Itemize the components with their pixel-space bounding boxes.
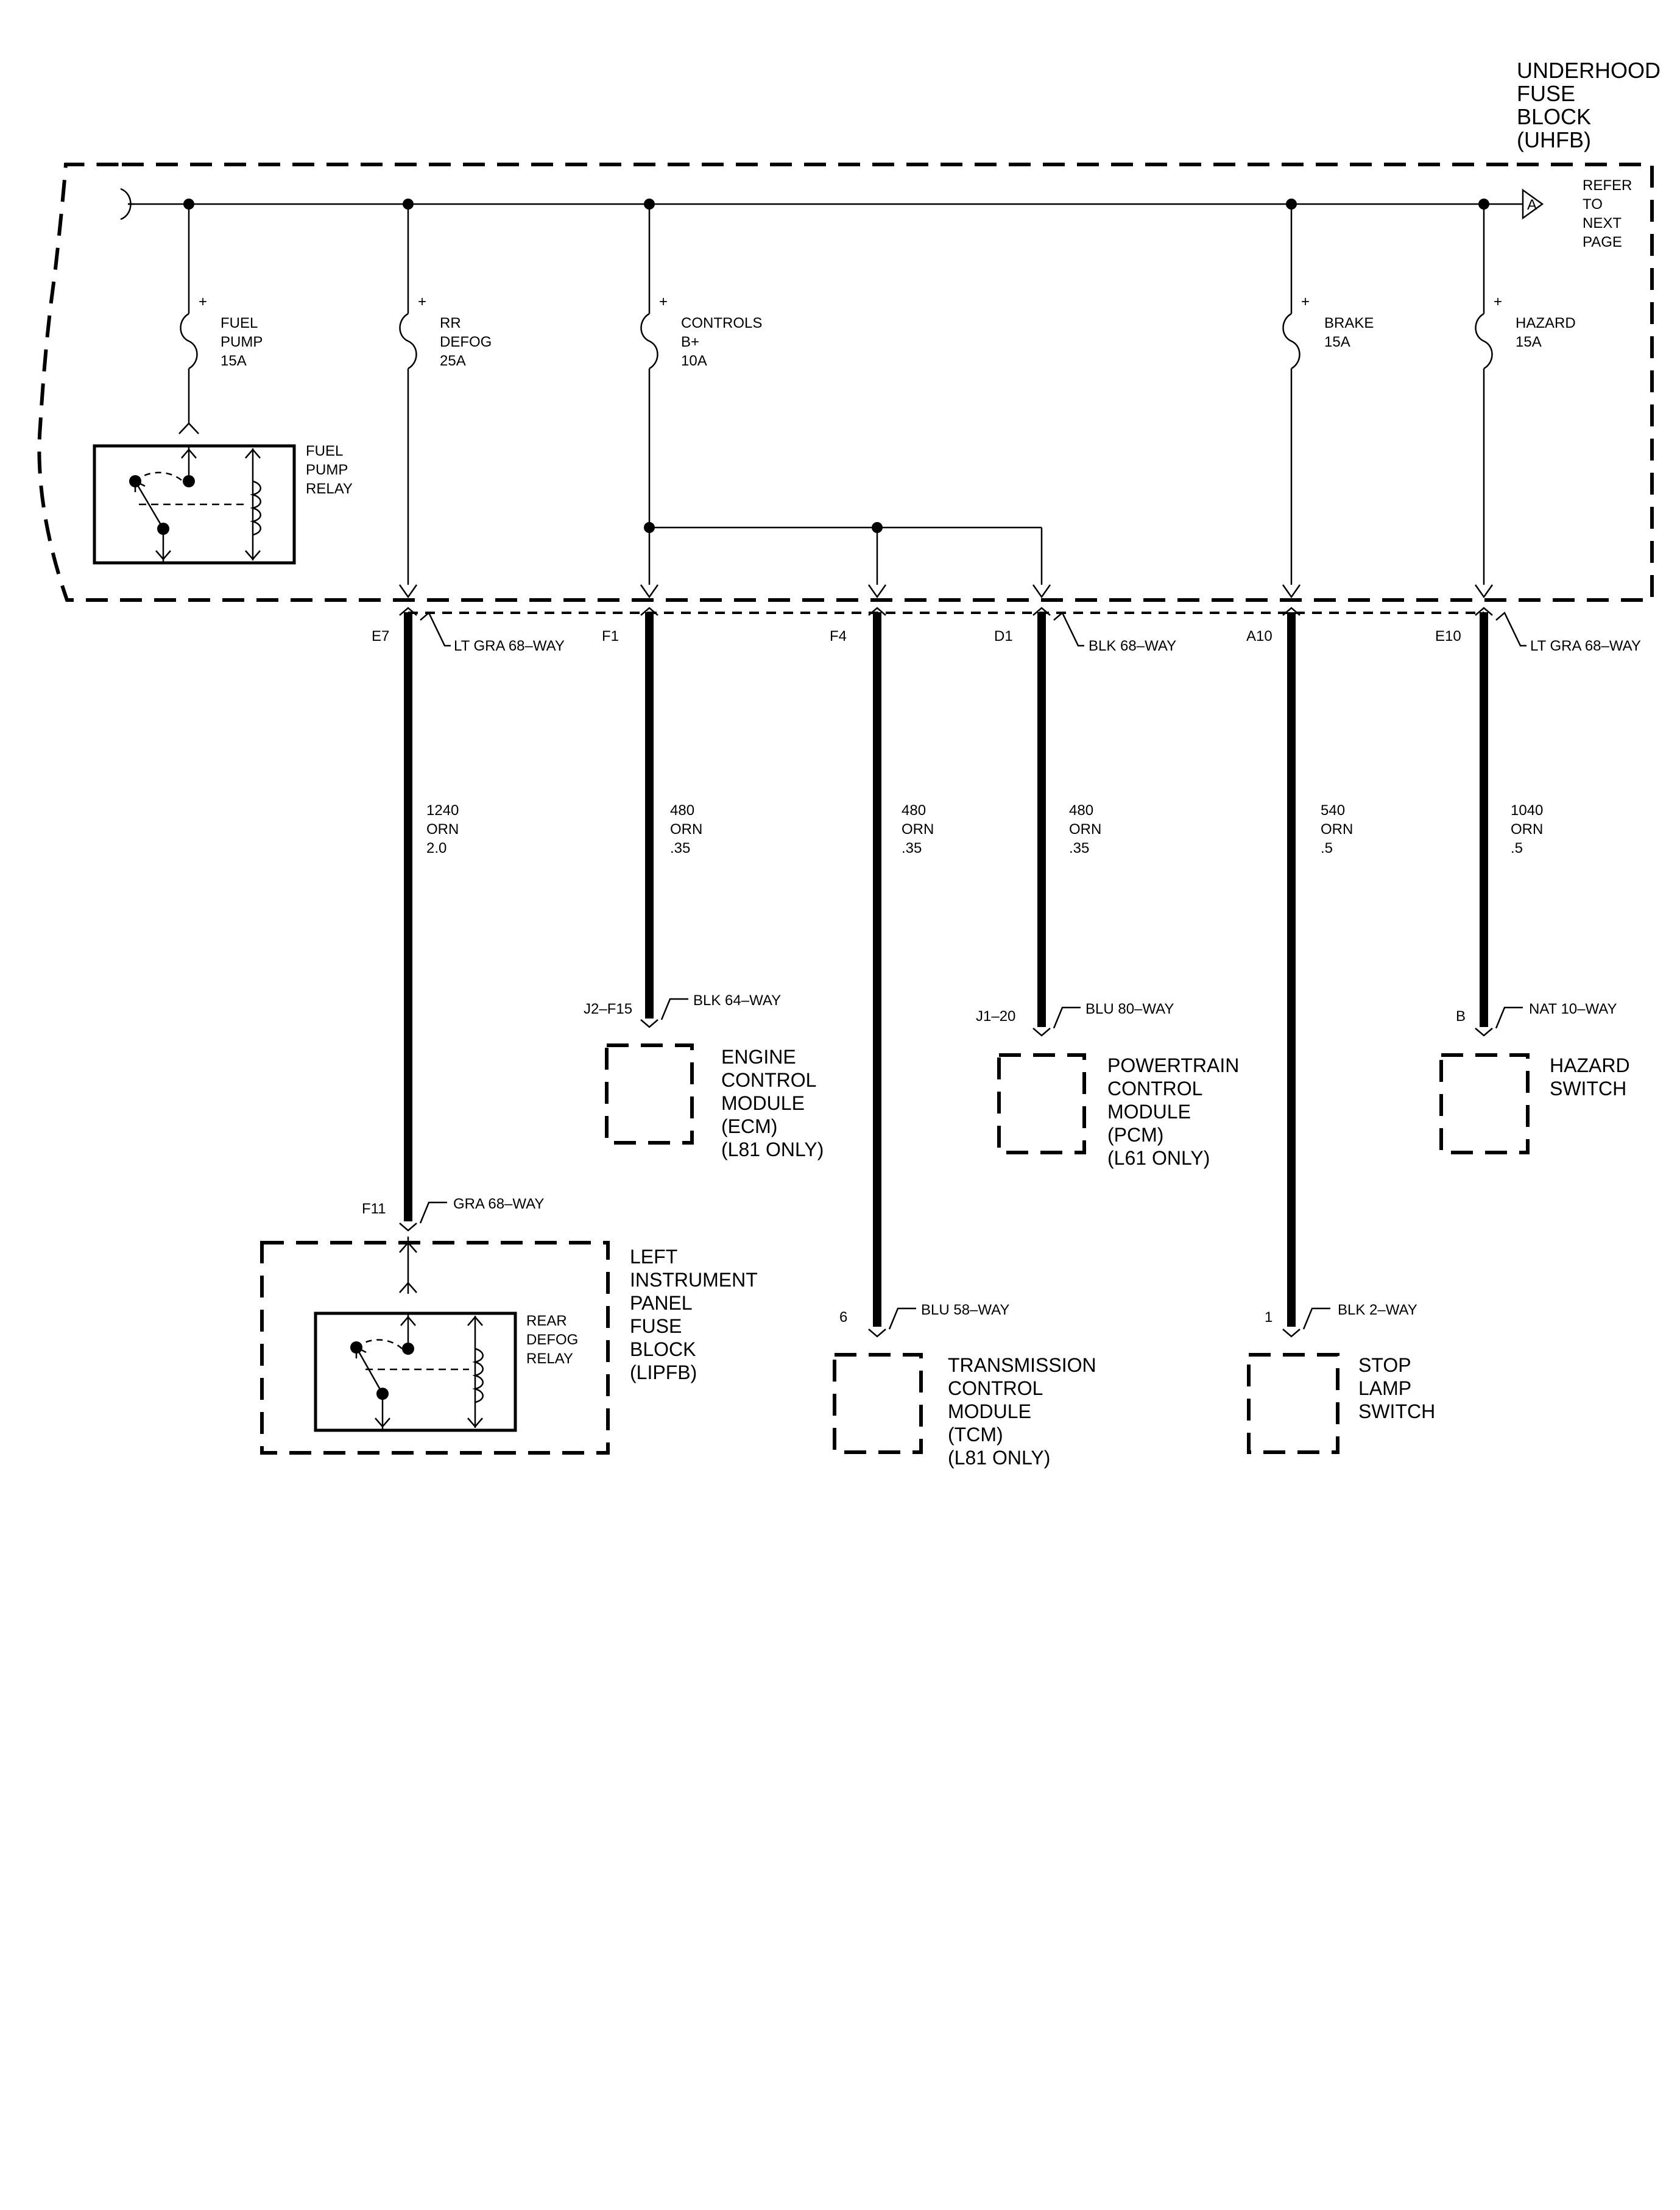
fuse-fuel-pump-label: FUEL PUMP 15A [221,315,267,369]
ecm-pin: J2–F15 [584,1001,632,1017]
component-stop-lamp-switch: 1 BLK 2–WAY STOP LAMP SWITCH [1247,1302,1435,1454]
pcm-box [997,1053,1086,1154]
refer-marker-letter: A [1527,197,1537,213]
circuit-f4: F4 480 ORN .35 [830,607,938,1338]
svg-text:+: + [418,294,426,310]
circuit-f1: F1 480 ORN .35 [602,607,707,1028]
fuse-fuel-pump: + FUEL PUMP 15A [180,204,267,423]
hazard-switch-box [1439,1053,1530,1154]
fuse-controls: + CONTROLS B+ 10A [640,204,1051,599]
svg-text:+: + [659,294,668,310]
circuit-e10: E10 1040 ORN .5 [1435,607,1547,1037]
component-lipfb: F11 GRA 68–WAY LEFT INSTRUMENT PANEL FUS… [260,1196,763,1455]
lipfb-pin: F11 [362,1201,386,1217]
tcm-connector: BLU 58–WAY [921,1302,1009,1318]
circuit-d1-info: 480 ORN .35 [1069,802,1106,856]
bus-break-symbol [120,188,134,221]
circuit-d1: D1 480 ORN .35 [994,607,1106,1037]
pcm-pin: J1–20 [976,1008,1015,1025]
uhfb-connector-right: LT GRA 68–WAY [1530,638,1641,654]
fuel-pump-relay-box [93,444,296,565]
circuit-e7-info: 1240 ORN 2.0 [426,802,463,856]
pcm-label: POWERTRAIN CONTROL MODULE (PCM) (L61 ONL… [1107,1054,1244,1169]
uhfb-connector-middle: BLK 68–WAY [1089,638,1176,654]
fuse-brake-label: BRAKE 15A [1324,315,1378,350]
rear-defog-relay-label: REAR DEFOG RELAY [526,1313,582,1367]
tcm-box [833,1353,923,1454]
refer-note: REFER TO NEXT PAGE [1583,177,1636,250]
stop-lamp-switch-pin: 1 [1265,1309,1272,1326]
pin-e10: E10 [1435,628,1461,644]
circuit-e10-info: 1040 ORN .5 [1511,802,1547,856]
component-hazard-switch: B NAT 10–WAY HAZARD SWITCH [1439,1001,1635,1154]
lipfb-connector: GRA 68–WAY [453,1196,544,1212]
tcm-pin: 6 [839,1309,847,1326]
fuel-pump-relay: FUEL PUMP RELAY [93,422,353,565]
stop-lamp-switch-connector: BLK 2–WAY [1338,1302,1417,1318]
fuse-rr-defog-label: RR DEFOG 25A [440,315,496,369]
circuit-a10: A10 540 ORN .5 [1246,607,1357,1338]
svg-text:+: + [199,294,207,310]
rear-defog-relay-box [314,1312,517,1432]
fuse-brake: + BRAKE 15A [1282,204,1378,599]
uhfb-outline [37,163,1654,602]
tcm-label: TRANSMISSION CONTROL MODULE (TCM) (L81 O… [948,1354,1101,1469]
fuel-pump-relay-label: FUEL PUMP RELAY [306,443,353,497]
hazard-switch-label: HAZARD SWITCH [1550,1054,1635,1100]
component-tcm: 6 BLU 58–WAY TRANSMISSION CONTROL MODULE… [833,1302,1101,1469]
ecm-connector: BLK 64–WAY [693,992,781,1009]
pin-f4: F4 [830,628,847,644]
circuit-f4-info: 480 ORN .35 [902,802,938,856]
component-pcm: J1–20 BLU 80–WAY POWERTRAIN CONTROL MODU… [976,1001,1244,1169]
stop-lamp-switch-label: STOP LAMP SWITCH [1358,1354,1435,1422]
stop-lamp-switch-box [1247,1353,1339,1454]
lipfb-box [260,1241,610,1455]
pin-e7: E7 [372,628,389,644]
ecm-box [605,1043,694,1145]
hazard-switch-pin: B [1456,1008,1466,1025]
fuse-hazard: + HAZARD 15A [1474,204,1579,599]
fuse-controls-label: CONTROLS B+ 10A [681,315,766,369]
lipfb-label: LEFT INSTRUMENT PANEL FUSE BLOCK (LIPFB) [630,1246,763,1383]
uhfb-title: UNDERHOOD FUSE BLOCK (UHFB) [1517,58,1667,152]
fuse-rr-defog: + RR DEFOG 25A [398,204,496,599]
hazard-switch-connector: NAT 10–WAY [1529,1001,1617,1017]
refer-arrow-marker [1522,188,1544,220]
pin-d1: D1 [994,628,1013,644]
ecm-label: ENGINE CONTROL MODULE (ECM) (L81 ONLY) [721,1046,824,1160]
pcm-connector: BLU 80–WAY [1085,1001,1174,1017]
circuit-f1-info: 480 ORN .35 [670,802,707,856]
circuit-a10-info: 540 ORN .5 [1321,802,1357,856]
pin-f1: F1 [602,628,619,644]
component-ecm: J2–F15 BLK 64–WAY ENGINE CONTROL MODULE … [584,992,824,1160]
svg-text:+: + [1301,294,1310,310]
uhfb-connector-left: LT GRA 68–WAY [454,638,565,654]
svg-text:+: + [1494,294,1502,310]
circuit-e7: E7 1240 ORN 2.0 [372,607,463,1232]
fuse-hazard-label: HAZARD 15A [1516,315,1579,350]
refer-next-page: A REFER TO NEXT PAGE [1522,177,1636,250]
pin-a10: A10 [1246,628,1272,644]
